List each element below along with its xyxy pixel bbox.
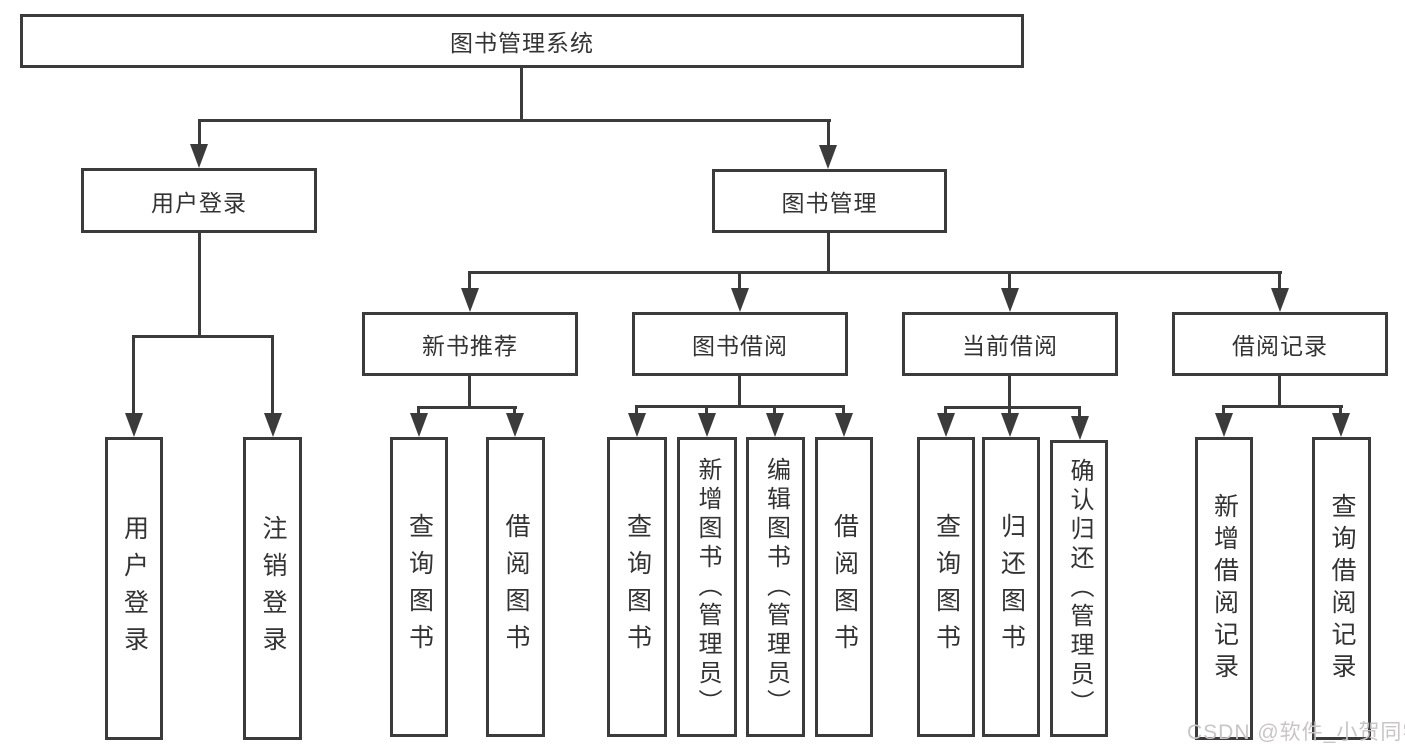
connector-line [1339, 408, 1342, 415]
leaf-query-books-recommend: 查询图书 [390, 437, 448, 737]
leaf-query-borrow-record-label: 查询借阅记录 [1328, 492, 1356, 685]
leaf-query-books-current-label: 查询图书 [932, 513, 961, 661]
node-borrow-records: 借阅记录 [1172, 312, 1388, 376]
connector-line [271, 338, 274, 413]
leaf-borrow-books: 借阅图书 [815, 437, 873, 737]
arrowhead-down [1001, 413, 1019, 437]
arrowhead-down [1332, 413, 1350, 437]
connector-line [417, 409, 420, 415]
leaf-borrow-books-recommend-label: 借阅图书 [502, 513, 530, 661]
leaf-logout: 注销登录 [243, 437, 302, 740]
connector-line [773, 408, 776, 415]
node-user-login-label: 用户登录 [151, 189, 247, 216]
leaf-query-books-recommend-label: 查询图书 [405, 513, 434, 661]
connector-line [1222, 405, 1343, 408]
connector-line [705, 408, 708, 415]
connector-line [132, 338, 135, 413]
node-user-login: 用户登录 [81, 168, 317, 233]
node-book-borrow-label: 图书借阅 [692, 333, 788, 359]
arrowhead-down [125, 413, 143, 437]
arrowhead-down [628, 413, 646, 437]
leaf-edit-book-admin: 编辑图书（管理员） [746, 437, 805, 737]
leaf-user-login-label: 用户登录 [120, 514, 149, 663]
arrowhead-down [1215, 413, 1233, 437]
connector-line [1008, 376, 1011, 406]
arrowhead-down [1001, 288, 1019, 312]
arrowhead-down [506, 413, 524, 437]
connector-line [1278, 274, 1281, 290]
arrowhead-down [835, 413, 853, 437]
node-root-label: 图书管理系统 [450, 30, 594, 56]
leaf-return-book-label: 归还图书 [997, 513, 1026, 661]
node-root: 图书管理系统 [20, 14, 1024, 68]
leaf-add-borrow-record: 新增借阅记录 [1195, 437, 1253, 740]
arrowhead-down [461, 288, 479, 312]
connector-line [738, 274, 741, 290]
connector-line [1222, 408, 1225, 415]
leaf-borrow-books-label: 借阅图书 [830, 513, 859, 661]
connector-line [513, 409, 516, 415]
leaf-borrow-books-recommend: 借阅图书 [486, 437, 545, 737]
arrowhead-down [264, 413, 282, 437]
connector-line [738, 376, 741, 405]
node-book-management: 图书管理 [712, 169, 947, 233]
connector-line [1008, 409, 1011, 415]
node-current-borrow-label: 当前借阅 [962, 333, 1058, 359]
arrowhead-down [819, 145, 837, 169]
leaf-user-login: 用户登录 [105, 437, 163, 740]
connector-line [1078, 409, 1081, 416]
arrowhead-down [766, 413, 784, 437]
leaf-add-book-admin-label: 新增图书（管理员） [694, 456, 721, 718]
csdn-watermark: CSDN @软件_小贺同学 [1187, 721, 1405, 744]
node-book-management-label: 图书管理 [781, 190, 878, 216]
connector-line [520, 68, 523, 122]
leaf-return-book: 归还图书 [982, 437, 1040, 737]
connector-line [1008, 274, 1011, 290]
connector-line [468, 274, 471, 290]
connector-line [944, 406, 1081, 409]
leaf-add-book-admin: 新增图书（管理员） [677, 437, 737, 737]
node-borrow-records-label: 借阅记录 [1232, 333, 1328, 359]
node-new-book-recommend: 新书推荐 [362, 312, 578, 376]
leaf-query-books-borrow-label: 查询图书 [623, 513, 652, 661]
leaf-add-borrow-record-label: 新增借阅记录 [1210, 492, 1239, 685]
leaf-confirm-return-admin-label: 确认归还（管理员） [1066, 458, 1093, 719]
connector-line [635, 408, 638, 415]
connector-line [417, 406, 517, 409]
arrowhead-down [1271, 288, 1289, 312]
arrowhead-down [1071, 416, 1089, 440]
connector-line [468, 271, 1282, 274]
arrowhead-down [410, 413, 428, 437]
connector-line [198, 119, 831, 122]
leaf-confirm-return-admin: 确认归还（管理员） [1050, 440, 1108, 737]
arrowhead-down [190, 144, 208, 168]
connector-line [468, 376, 471, 406]
arrowhead-down [698, 413, 716, 437]
leaf-query-borrow-record: 查询借阅记录 [1312, 437, 1371, 740]
connector-line [827, 122, 830, 147]
connector-line [827, 233, 830, 271]
node-current-borrow: 当前借阅 [902, 312, 1118, 376]
leaf-edit-book-admin-label: 编辑图书（管理员） [762, 456, 790, 718]
leaf-query-books-current: 查询图书 [917, 437, 975, 737]
connector-line [198, 233, 201, 335]
node-book-borrow: 图书借阅 [632, 312, 848, 376]
arrowhead-down [937, 413, 955, 437]
connector-line [198, 122, 201, 146]
connector-line [842, 408, 845, 415]
leaf-logout-label: 注销登录 [259, 514, 287, 663]
node-new-book-recommend-label: 新书推荐 [422, 333, 518, 359]
arrowhead-down [731, 288, 749, 312]
connector-line [132, 335, 274, 338]
connector-line [944, 409, 947, 415]
connector-line [635, 405, 845, 408]
leaf-query-books-borrow: 查询图书 [607, 437, 667, 737]
connector-line [1278, 376, 1281, 405]
